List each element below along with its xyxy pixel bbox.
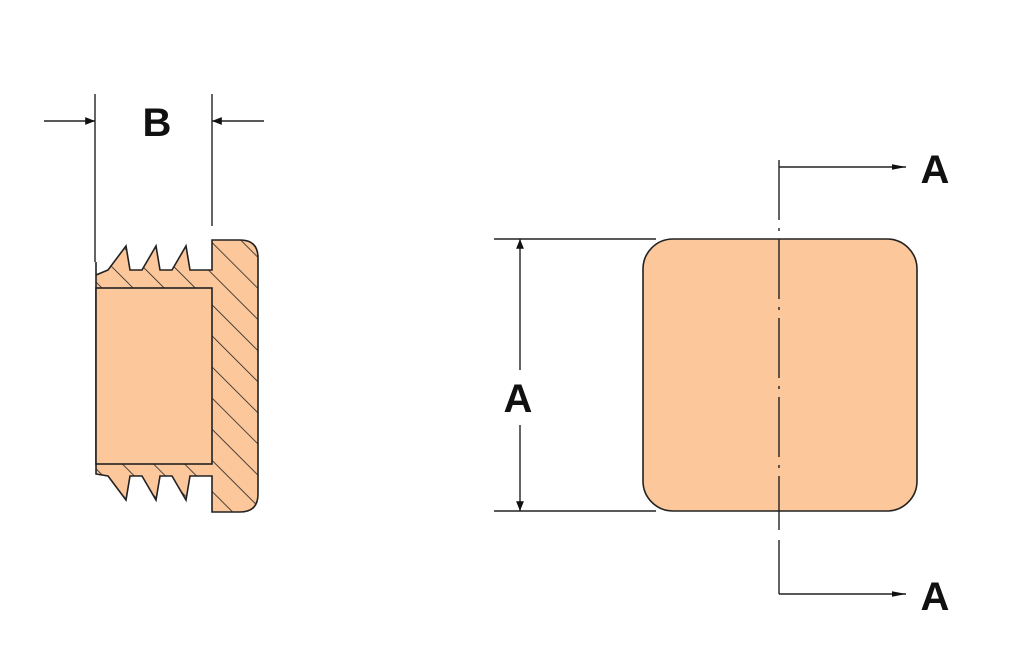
dimension-label-b: B [143,101,172,145]
plug-face [642,238,918,512]
section-label-top: A [921,148,950,192]
front-view: A A A [494,148,949,619]
side-section-view: B [44,94,264,513]
plug-cavity [95,287,213,465]
section-label-bottom: A [921,575,950,619]
dimension-label-a: A [504,377,533,421]
